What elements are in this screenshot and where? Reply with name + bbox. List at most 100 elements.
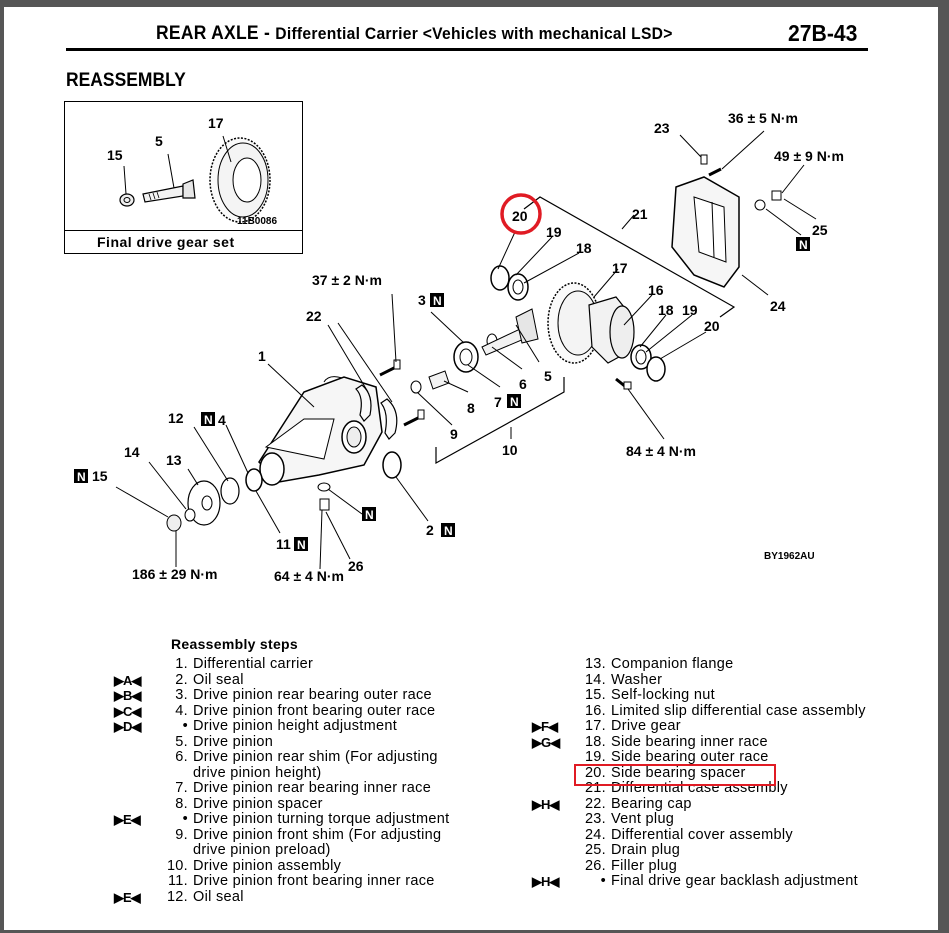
page-header: REAR AXLE - Differential Carrier <Vehicl…: [4, 7, 938, 57]
step-text: Drain plug: [611, 842, 681, 858]
step-item: 7.Drive pinion rear bearing inner race: [114, 780, 449, 797]
svg-text:N: N: [77, 470, 86, 484]
svg-text:N: N: [510, 395, 519, 409]
highlight-circle-20: [500, 193, 542, 235]
step-number: 25.: [584, 842, 606, 858]
service-point-mark: ▶E◀: [114, 812, 141, 827]
step-number: 18.: [584, 733, 606, 750]
step-item: 5. Drive pinion: [114, 733, 449, 751]
cover-bolt-icon: [708, 167, 722, 177]
spacer-icon: [428, 370, 450, 390]
svg-text:N: N: [444, 524, 453, 538]
step-text: Drive pinion: [193, 733, 274, 750]
oil-seal-front-icon: [220, 477, 240, 505]
callout-20: 20: [512, 208, 528, 224]
inset-caption-text: Final drive gear set: [97, 234, 235, 250]
inset-final-drive-gear-set: 15 5 17 11B0086 Final drive gear set: [64, 101, 303, 254]
step-number: 10.: [166, 857, 188, 874]
svg-text:N: N: [297, 538, 306, 552]
front-shim-icon: [410, 380, 422, 394]
step-item: 6.Drive pinion rear shim (For adjusting: [114, 749, 449, 766]
side-spacer-left-icon: [490, 265, 510, 291]
step-number: 12.: [166, 888, 188, 905]
callout-1: 1: [258, 348, 266, 364]
service-point-mark: ▶F◀: [532, 719, 558, 734]
step-item: ▶F◀17.Drive gear: [532, 718, 866, 735]
step-text: Vent plug: [611, 811, 675, 827]
manual-page: REAR AXLE - Differential Carrier <Vehicl…: [4, 7, 938, 930]
step-item: 9.Drive pinion front shim (For adjusting: [114, 827, 449, 844]
diagram-figure-code: BY1962AU: [764, 551, 815, 562]
torque-186: 186 ± 29 N·m: [132, 566, 218, 582]
reassembly-steps-title: Reassembly steps: [171, 636, 298, 652]
callout-13: 13: [166, 452, 182, 468]
step-item: 25. Drain plug: [532, 842, 866, 859]
callout-21: 21: [632, 206, 648, 222]
callout-15: 15: [92, 468, 108, 484]
step-item: 14. Washer: [532, 671, 866, 689]
step-text: Bearing cap: [611, 795, 692, 812]
step-text: Drive pinion rear bearing outer race: [193, 687, 432, 703]
callout-5: 5: [544, 368, 552, 384]
torque-37: 37 ± 2 N·m: [312, 272, 382, 288]
callout-23: 23: [654, 120, 670, 136]
step-item: 15.Self-locking nut: [532, 687, 866, 704]
step-text: Drive gear: [611, 718, 681, 734]
step-item: ▶C◀4.Drive pinion front bearing outer ra…: [114, 703, 449, 720]
step-text: Oil seal: [193, 888, 244, 905]
self-locking-nut-icon: [119, 193, 135, 207]
differential-cover-icon: [671, 176, 740, 288]
callout-8: 8: [467, 400, 475, 416]
new-part-marker: [201, 412, 215, 426]
step-text: drive pinion preload): [193, 842, 331, 858]
header-title-separator: -: [263, 23, 271, 44]
callout-4: 4: [218, 412, 226, 428]
service-point-mark: ▶A◀: [114, 672, 141, 688]
side-bearing-left-icon: [507, 273, 529, 301]
header-title-sub: Differential Carrier <Vehicles with mech…: [275, 24, 673, 43]
new-part-marker: [430, 293, 444, 307]
drain-plug-icon: [771, 190, 782, 201]
step-number: •: [600, 873, 606, 889]
step-item: 26. Filler plug: [532, 857, 866, 875]
step-text: Differential carrier: [193, 656, 314, 672]
step-item: 11.Drive pinion front bearing inner race: [114, 873, 449, 890]
bracket-21: [523, 196, 736, 318]
new-part-marker: [362, 507, 376, 521]
step-item: ▶A◀2.Oil seal: [114, 672, 449, 689]
svg-text:N: N: [433, 294, 442, 308]
step-number: 15.: [584, 687, 606, 703]
oil-seal-icon: [382, 451, 402, 479]
step-number: 26.: [584, 857, 606, 874]
callout-2: 2: [426, 522, 434, 538]
step-item: 8.Drive pinion spacer: [114, 795, 449, 813]
callout-10: 10: [502, 442, 518, 458]
drive-gear-icon: [209, 137, 271, 223]
callout-9: 9: [450, 426, 458, 442]
step-number: •: [182, 811, 188, 827]
step-text: Filler plug: [611, 857, 678, 874]
step-number: 23.: [584, 811, 606, 827]
gasket-icon: [317, 482, 331, 492]
step-item: ▶B◀3.Drive pinion rear bearing outer rac…: [114, 687, 449, 704]
step-number: 5.: [175, 733, 188, 750]
section-title: REASSEMBLY: [66, 70, 186, 91]
inset-callout-17: 17: [208, 115, 224, 131]
bearing-cap-icon: [355, 384, 398, 440]
callout-7: 7: [494, 394, 502, 410]
step-number: 3.: [175, 687, 188, 703]
step-number: 1.: [175, 656, 188, 672]
step-number: 11.: [168, 873, 188, 889]
step-number: 13.: [584, 656, 606, 672]
step-text: Drive pinion rear bearing inner race: [193, 780, 432, 796]
step-number: 14.: [584, 671, 606, 688]
bearing-cap-bolt-icon: [379, 359, 425, 427]
steps-list-left: 1. Differential carrier▶A◀2.Oil seal▶B◀3.…: [114, 656, 449, 905]
step-text: Washer: [611, 671, 663, 688]
torque-84: 84 ± 4 N·m: [626, 443, 696, 459]
step-item: drive pinion preload): [114, 842, 449, 859]
step-number: 8.: [175, 795, 188, 812]
bracket-10: [435, 377, 565, 465]
page-number: 27B-43: [788, 20, 858, 46]
